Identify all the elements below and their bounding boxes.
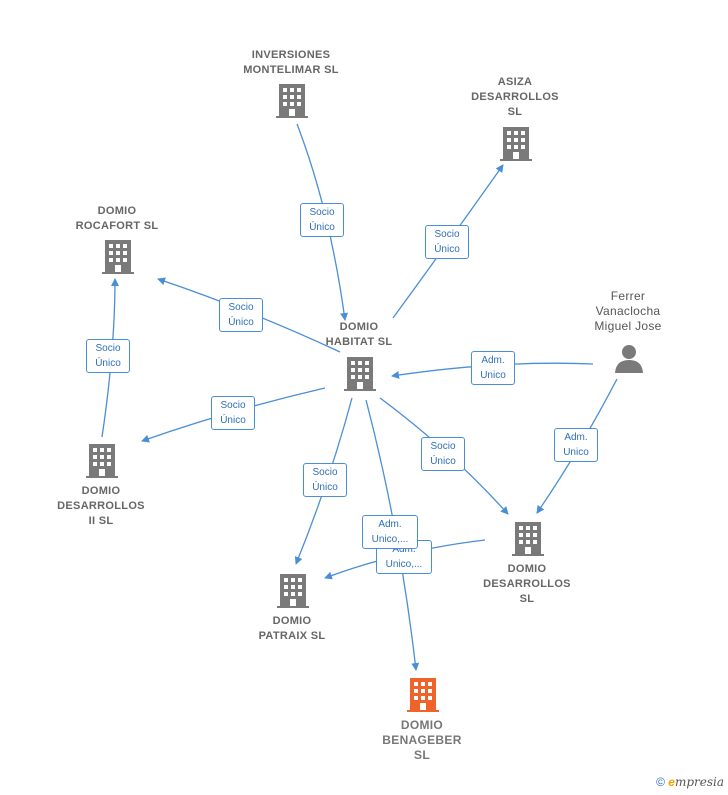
copyright-symbol: © [656, 775, 665, 789]
node-label: ASIZA DESARROLLOS SL [471, 76, 559, 118]
edge-label-ferrer-desarrollos[interactable]: Adm. Unico [554, 428, 598, 462]
edge-label-inversiones-habitat[interactable]: Socio Único [300, 203, 344, 237]
building-icon [277, 574, 309, 608]
building-icon [86, 444, 118, 478]
edge-label-habitat-patraix[interactable]: Socio Único [303, 463, 347, 497]
edge-label-ferrer-habitat[interactable]: Adm. Unico [471, 351, 515, 385]
footer-brand: © empresia [656, 775, 724, 789]
edge-label-habitat-asiza[interactable]: Socio Único [425, 225, 469, 259]
node-label: DOMIO HABITAT SL [325, 321, 393, 348]
node-label: INVERSIONES MONTELIMAR SL [243, 49, 339, 76]
building-icon [512, 522, 544, 556]
node-label: DOMIO ROCAFORT SL [75, 205, 159, 232]
person-icon [615, 345, 643, 373]
brand-name: mpresia [674, 775, 724, 789]
building-icon [407, 678, 439, 712]
edge-label-desarrollos2-rocafort[interactable]: Socio Único [86, 339, 130, 373]
brand-logo-e: e [668, 775, 675, 789]
node-label: DOMIO PATRAIX SL [258, 615, 326, 642]
node-label: DOMIO DESARROLLOS II SL [57, 485, 145, 527]
edge-label-habitat-desarrollos2[interactable]: Socio Único [211, 396, 255, 430]
building-icon [500, 127, 532, 161]
edge-label-habitat-rocafort[interactable]: Socio Único [219, 298, 263, 332]
node-label: Ferrer Vanaclocha Miguel Jose [594, 289, 662, 333]
building-icon [102, 240, 134, 274]
edge-label-habitat-desarrollos[interactable]: Socio Único [421, 437, 465, 471]
building-icon [276, 84, 308, 118]
building-icon [344, 357, 376, 391]
node-label: DOMIO BENAGEBER SL [382, 718, 462, 762]
node-label: DOMIO DESARROLLOS SL [483, 563, 571, 605]
edge-label-habitat-benageber[interactable]: Adm. Unico,... [362, 515, 418, 549]
